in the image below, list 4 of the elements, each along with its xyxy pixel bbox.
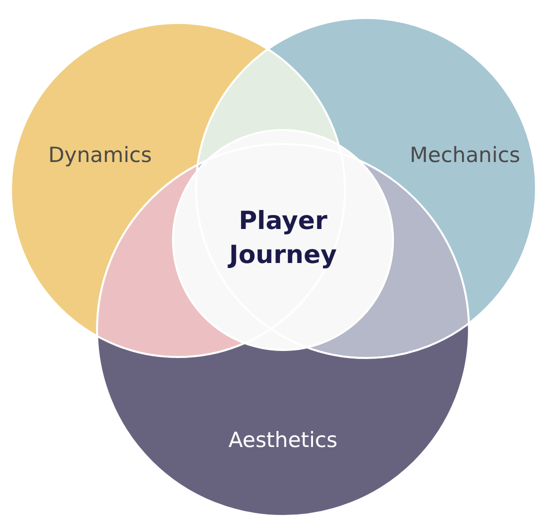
circle-label: Aesthetics	[228, 426, 338, 454]
circle-label: Mechanics	[408, 142, 522, 169]
circle-label: Dynamics	[47, 142, 153, 169]
center-label: Player Journey	[226, 205, 338, 271]
